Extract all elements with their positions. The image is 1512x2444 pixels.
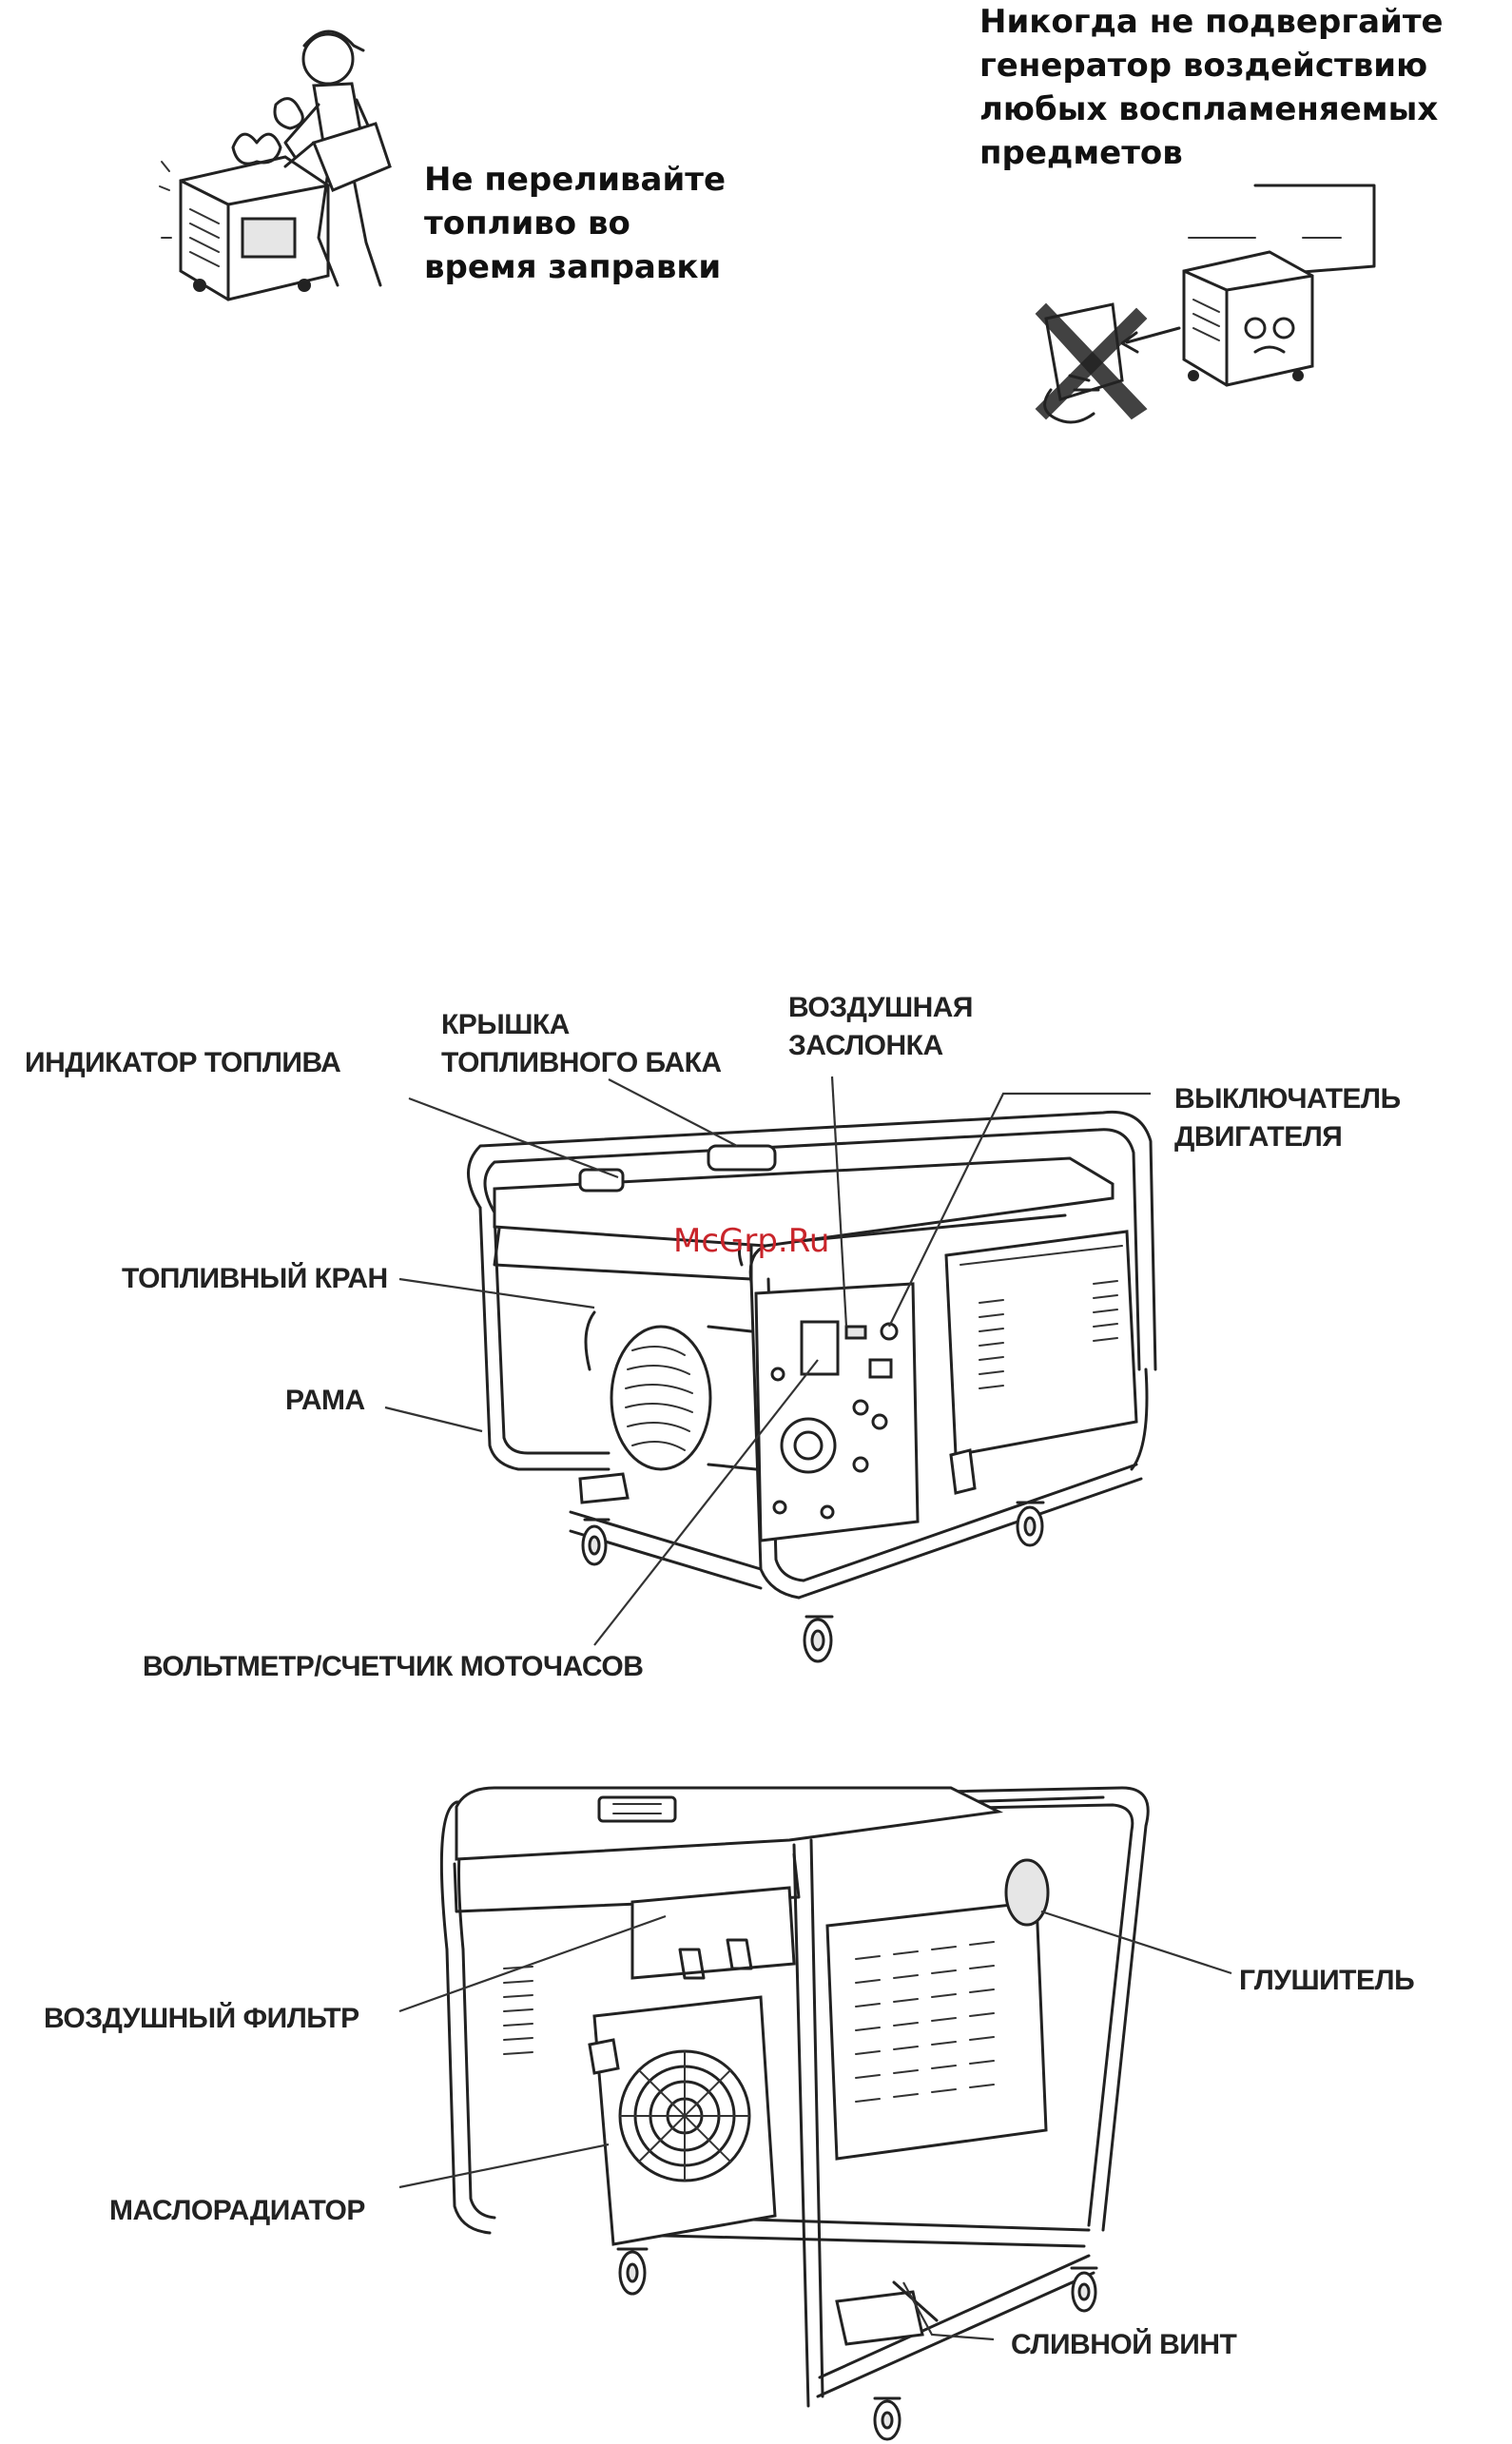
label-frame: РАМА (285, 1385, 365, 1416)
label-muffler: ГЛУШИТЕЛЬ (1239, 1965, 1415, 1996)
label-line: ВОЗДУШНАЯ (788, 992, 974, 1023)
label-air-filter: ВОЗДУШНЫЙ ФИЛЬТР (44, 2003, 359, 2034)
warning-line: Не переливайте (424, 161, 727, 199)
warning-line: время заправки (424, 248, 722, 286)
label-fuel-cap: КРЫШКА ТОПЛИВНОГО БАКА (441, 1006, 722, 1082)
warning-no-spill: Не переливайте топливо во время заправки (424, 158, 726, 289)
warning-line: предметов (979, 134, 1183, 172)
label-line: ВЫКЛЮЧАТЕЛЬ (1174, 1083, 1401, 1115)
generator-refuel-drawing (159, 29, 392, 301)
wheels (581, 1501, 1045, 1663)
label-engine-switch: ВЫКЛЮЧАТЕЛЬ ДВИГАТЕЛЯ (1174, 1080, 1401, 1156)
label-line: ЗАСЛОНКА (788, 1030, 943, 1061)
label-line: ТОПЛИВНОГО БАКА (441, 1047, 722, 1078)
front-leader-lines (384, 1076, 1151, 1646)
label-line: ДВИГАТЕЛЯ (1174, 1121, 1343, 1153)
rear-leader-lines (398, 1910, 1232, 2341)
warning-line: Никогда не подвергайте (979, 3, 1444, 41)
watermark: McGrp.Ru (673, 1222, 830, 1260)
warning-line: любых воспламеняемых (979, 90, 1439, 128)
label-line: КРЫШКА (441, 1009, 570, 1040)
label-fuel-valve: ТОПЛИВНЫЙ КРАН (122, 1263, 388, 1294)
label-voltmeter: ВОЛЬТМЕТР/СЧЕТЧИК МОТОЧАСОВ (143, 1651, 644, 1682)
rear-frame-drawing (439, 1786, 1150, 2408)
label-drain-screw: СЛИВНОЙ ВИНТ (1011, 2329, 1237, 2360)
frame-drawing (467, 1110, 1157, 1600)
label-fuel-indicator: ИНДИКАТОР ТОПЛИВА (25, 1047, 341, 1078)
warning-line: генератор воздействию (979, 47, 1428, 85)
label-oil-cooler: МАСЛОРАДИАТОР (109, 2195, 365, 2226)
warning-no-flammables: Никогда не подвергайте генератор воздейс… (979, 0, 1444, 175)
label-choke: ВОЗДУШНАЯ ЗАСЛОНКА (788, 989, 974, 1065)
warning-line: топливо во (424, 204, 630, 242)
